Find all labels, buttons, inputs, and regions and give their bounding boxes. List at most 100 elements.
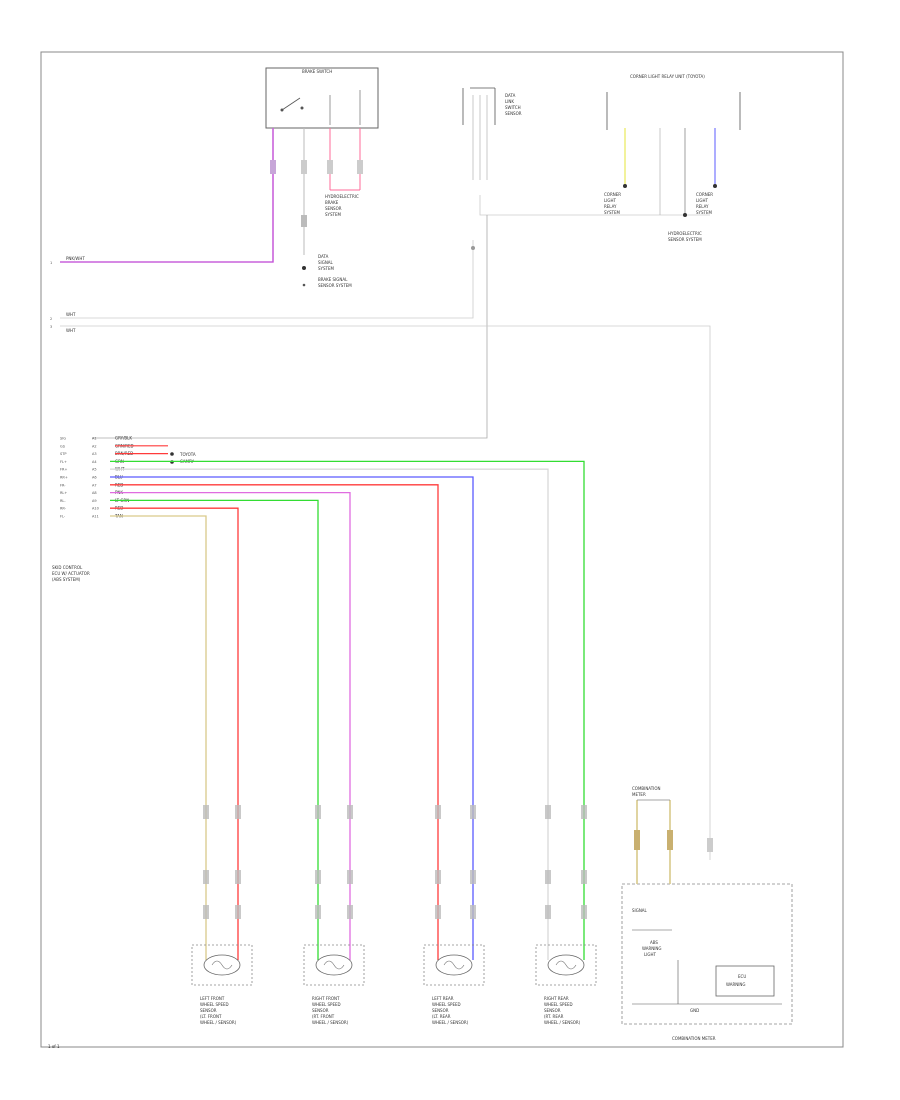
svg-text:RELAY: RELAY [696,204,709,209]
brake-switch: BRAKE SWITCH HYDROELECTRIC BRAKE SENSOR … [265,67,379,217]
wire-white-1 [60,240,474,319]
svg-text:SENSOR: SENSOR [505,111,522,116]
sensor-name-line: SENSOR [544,1008,561,1013]
switch-note: DATA SIGNAL SYSTEM BRAKE SIGNAL SENSOR S… [318,254,352,288]
wire-connector [581,870,587,884]
svg-text:LIGHT: LIGHT [644,952,657,957]
sensor-housing [535,944,597,986]
sensor-name-line: (RT. FRONT [312,1014,335,1019]
wire-connector [347,905,353,919]
sensor-name-line: SENSOR [312,1008,329,1013]
svg-text:ECU: ECU [738,974,746,979]
svg-text:BRAKE SIGNAL: BRAKE SIGNAL [318,277,348,282]
svg-text:WHT: WHT [66,312,76,317]
sensor-name-line: SENSOR [200,1008,217,1013]
wire-connector [545,805,551,819]
svg-text:SKID CONTROL: SKID CONTROL [52,565,83,570]
wire-connector [581,805,587,819]
svg-text:SYSTEM: SYSTEM [318,266,334,271]
wire-connector [203,870,209,884]
sensor-wires [110,445,587,960]
sensor-coil-icon [435,954,473,976]
module-pin-code: FL+ [60,460,67,464]
sensor-wire [110,491,351,960]
svg-text:COMBINATION: COMBINATION [632,786,661,791]
svg-text:(ABS SYSTEM): (ABS SYSTEM) [52,577,81,582]
wire-connector [470,905,476,919]
sensor-wire [110,515,207,960]
sensor-name-line: LEFT FRONT [200,996,225,1001]
sensor-coil-icon [315,954,353,976]
svg-text:WHT: WHT [66,328,76,333]
wire-connector [347,805,353,819]
wire-connector [435,805,441,819]
module-pin-code: FR- [60,483,66,487]
sensor-name-line: WHEEL SPEED [432,1002,461,1007]
module-pin-number: A8 [92,491,97,495]
module-pin-number: A10 [92,507,99,511]
svg-text:1: 1 [50,261,52,265]
wire-connector [470,870,476,884]
sensor-name-line: (LT. REAR [432,1014,451,1019]
svg-text:METER: METER [632,792,646,797]
wire-connector [545,905,551,919]
corner-light-relay: CORNER LIGHT RELAY UNIT (TOYOTA) CORNER … [604,74,741,242]
ground-marker [302,266,306,270]
brake-switch-title: BRAKE SWITCH [302,69,332,74]
sensor-name-line: (LT. FRONT [200,1014,222,1019]
sensor-name-line: SENSOR [432,1008,449,1013]
module-pin-code: RL- [60,499,66,503]
sensor-wire [110,499,319,960]
wire-connector [315,870,321,884]
module-pin-code: STP [60,452,66,456]
svg-text:LIGHT: LIGHT [696,198,709,203]
module-pin-number: A9 [92,499,97,503]
sensor-wire [110,468,549,960]
svg-text:TOYOTA: TOYOTA [179,452,196,457]
brake-switch-label-3: SYSTEM [325,212,341,217]
svg-text:GND: GND [690,1008,699,1013]
svg-text:DATA: DATA [505,93,516,98]
sensor-coil-icon [203,954,241,976]
wire-connector [315,805,321,819]
module-pin-code: SIG [60,437,66,441]
svg-text:SIGNAL: SIGNAL [632,908,648,913]
module-pin-number: A7 [92,483,97,487]
module-pin-code: RR- [60,507,67,511]
module-pin-number: A6 [92,476,97,480]
wire-connector [347,870,353,884]
svg-text:2: 2 [50,317,52,321]
module-pin-code: FR+ [60,468,67,472]
brake-switch-label-0: HYDROELECTRIC [325,194,359,199]
svg-text:WARNING: WARNING [642,946,662,951]
data-link-connector: DATA LINK SWITCH SENSOR [462,87,522,180]
sensor-name-line: (RT. REAR [544,1014,564,1019]
svg-text:LINK: LINK [505,99,514,104]
module-pin-number: A2 [92,444,97,448]
svg-text:SIGNAL: SIGNAL [318,260,334,265]
module-pin-code: GS [60,444,66,448]
page-number: 1 of 1 [48,1044,60,1049]
wire-connector [581,905,587,919]
svg-text:SENSOR SYSTEM: SENSOR SYSTEM [318,283,352,288]
wire-connector [235,870,241,884]
svg-text:CORNER: CORNER [604,192,621,197]
module-pin-code: RR+ [60,476,68,480]
module-pin-code: FL- [60,515,66,519]
sensor-housing [303,944,365,986]
sensor-wire [110,507,239,960]
sensor-name-line: WHEEL / SENSOR) [544,1020,581,1025]
sensor-housing [423,944,485,986]
module-pin-number: A5 [92,468,97,472]
svg-text:DATA: DATA [318,254,329,259]
module-pin-wire: GRY/BLK [115,436,132,441]
brake-switch-label-2: SENSOR [325,206,342,211]
svg-text:WARNING: WARNING [726,982,746,987]
svg-text:3: 3 [50,325,52,329]
